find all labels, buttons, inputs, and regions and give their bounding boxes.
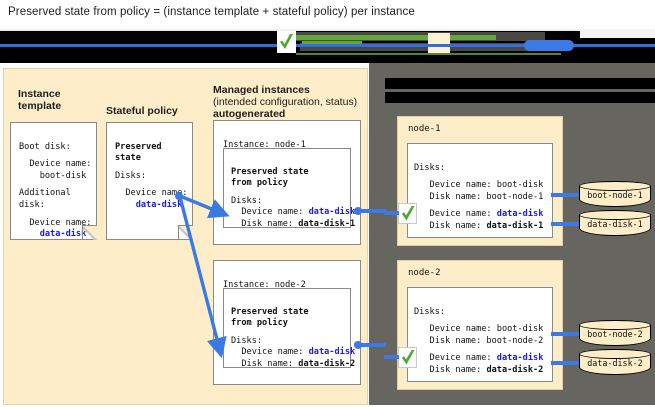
column-header-stateful-policy: Stateful policy <box>106 105 178 117</box>
it-data-device-name-value: data-disk <box>19 229 87 240</box>
green-check-icon-node-2 <box>398 347 417 368</box>
instance-template-head-line2: template <box>18 100 62 112</box>
disk-label-boot-node-2: boot-node-2 <box>587 329 643 339</box>
band-smear-green-2 <box>296 53 561 55</box>
node2-data-device-label: Device name: <box>414 353 497 364</box>
band-smear-green-bar <box>302 41 362 45</box>
node2-disks-label: Disks: <box>414 306 446 317</box>
node-2-disk-connector-data <box>551 361 579 365</box>
band-smear-blue-line <box>0 44 655 47</box>
right-panel-redaction-bar-1 <box>385 78 655 89</box>
band-highlight-top <box>0 29 655 31</box>
node1-data-device-value: data-disk <box>496 209 544 220</box>
mi2-disks-label: Disks: <box>231 335 263 346</box>
page-fold-icon <box>178 225 193 240</box>
mi1-preserved-title-2: from policy <box>231 178 288 189</box>
it-additional-disk-label-1: Additional <box>19 188 71 199</box>
disk-cylinder-boot-node-1: boot-node-1 <box>579 181 651 209</box>
managed-instances-head-line3: autogenerated <box>213 108 286 120</box>
mi1-disk-name-value: data-disk-1 <box>298 218 356 229</box>
mi1-device-name-value: data-disk <box>308 207 356 218</box>
mi2-preserved-title-2: from policy <box>231 318 288 329</box>
mi1-device-name-label: Device name: <box>231 207 309 218</box>
sp-device-name-label: Device name: <box>115 188 188 199</box>
band-smear-gray-2 <box>300 43 540 51</box>
it-data-device-name-label: Device name: <box>19 217 92 228</box>
disk-cylinder-data-disk-2: data-disk-2 <box>579 349 651 377</box>
it-additional-disk-label-2: disk: <box>19 199 45 210</box>
managed-instances-head-line1: Managed instances <box>213 84 310 96</box>
node2-data-disk-value: data-disk-2 <box>486 364 544 375</box>
page-title: Preserved state from policy = (instance … <box>8 6 415 18</box>
page-fold-icon <box>82 225 97 240</box>
disk-label-boot-node-1: boot-node-1 <box>587 190 643 200</box>
node-1-disk-connector-boot <box>551 193 579 197</box>
managed-instance-preserved-box-1: Preserved state from policy Disks: Devic… <box>223 148 355 229</box>
band-highlight-right <box>580 29 655 38</box>
node-2-disk-connector-boot <box>551 332 579 336</box>
instance-template-doc: Boot disk: Device name: boot-disk Additi… <box>10 122 97 240</box>
disk-label-data-disk-1: data-disk-1 <box>587 219 643 229</box>
node2-data-device-value: data-disk <box>496 353 544 364</box>
node-1-inbound-connector <box>384 211 399 215</box>
connector-instance-1-to-node-1 <box>358 209 386 213</box>
arrow-source-dot-policy <box>175 192 183 200</box>
node1-disks-label: Disks: <box>414 162 446 173</box>
node1-boot-disk-label: Disk name: boot-node-1 <box>414 191 544 202</box>
node2-boot-device-label: Device name: boot-disk <box>414 324 544 335</box>
node1-data-disk-label: Disk name: <box>414 220 487 231</box>
band-smear-cream <box>428 33 450 53</box>
green-check-icon-node-1 <box>398 203 417 224</box>
mi2-device-name-value: data-disk <box>308 347 356 358</box>
sp-preserved-label-2: state <box>115 153 141 164</box>
green-check-icon-band <box>277 31 296 53</box>
band-smear-blue-blob <box>524 40 574 51</box>
sp-disks-label: Disks: <box>115 170 147 181</box>
right-panel-redaction-bar-2 <box>385 92 655 103</box>
managed-instances-head-line2: (intended configuration, status) <box>213 96 358 108</box>
node-2-title: node-2 <box>408 268 441 278</box>
node-1-disks-box: Disks: Device name: boot-disk Disk name:… <box>407 143 553 238</box>
mi2-preserved-title-1: Preserved state <box>231 306 309 317</box>
stateful-policy-head-line1: Stateful policy <box>106 105 178 117</box>
mi2-disk-name-label: Disk name: <box>231 358 299 369</box>
stateful-policy-doc: Preserved state Disks: Device name: data… <box>106 122 193 240</box>
disk-cylinder-data-disk-1: data-disk-1 <box>579 210 651 238</box>
it-boot-disk-label: Boot disk: <box>19 141 71 152</box>
it-boot-device-name-label: Device name: <box>19 159 92 170</box>
managed-instance-preserved-box-2: Preserved state from policy Disks: Devic… <box>223 288 355 369</box>
mi2-disk-name-value: data-disk-2 <box>298 358 356 369</box>
node1-data-disk-value: data-disk-1 <box>486 220 544 231</box>
node1-data-device-label: Device name: <box>414 209 497 220</box>
column-header-managed-instances: Managed instances (intended configuratio… <box>213 84 357 120</box>
node1-boot-device-label: Device name: boot-disk <box>414 180 544 191</box>
mi2-device-name-label: Device name: <box>231 347 309 358</box>
node2-data-disk-label: Disk name: <box>414 364 487 375</box>
mi1-disks-label: Disks: <box>231 195 263 206</box>
connector-instance-2-to-node-2 <box>358 343 386 347</box>
node2-boot-disk-label: Disk name: boot-node-2 <box>414 335 544 346</box>
mi2-instance-label: Instance: node-2 <box>223 279 306 290</box>
node-2-inbound-connector <box>384 355 399 359</box>
column-header-instance-template: Instance template <box>18 88 61 112</box>
disk-label-data-disk-2: data-disk-2 <box>587 358 643 368</box>
it-boot-device-name-value: boot-disk <box>19 170 87 181</box>
instance-template-head-line1: Instance <box>18 88 61 100</box>
sp-preserved-label-1: Preserved <box>115 141 162 152</box>
node-2-disks-box: Disks: Device name: boot-disk Disk name:… <box>407 287 553 382</box>
node-1-disk-connector-data <box>551 222 579 226</box>
node-1-title: node-1 <box>408 124 441 134</box>
band-smear-green-1 <box>296 35 496 40</box>
sp-device-name-value: data-disk <box>115 199 183 210</box>
mi1-preserved-title-1: Preserved state <box>231 166 309 177</box>
disk-cylinder-boot-node-2: boot-node-2 <box>579 320 651 348</box>
mi1-instance-label: Instance: node-1 <box>223 139 306 150</box>
mi1-disk-name-label: Disk name: <box>231 218 299 229</box>
